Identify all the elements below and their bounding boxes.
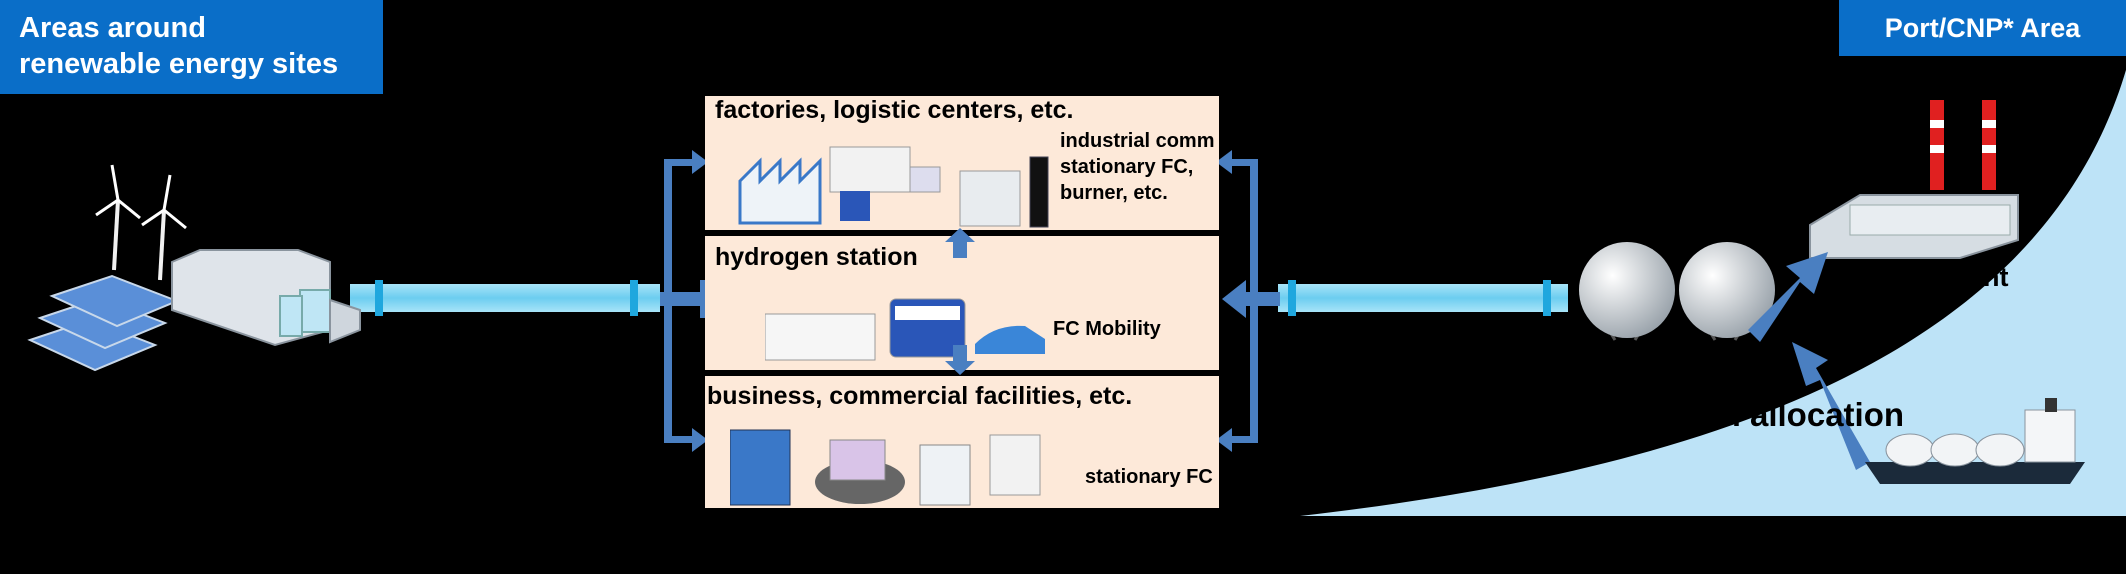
arrow-down-to-business xyxy=(945,345,975,375)
mobility-icons xyxy=(765,298,1045,361)
panel-factories-title: factories, logistic centers, etc. xyxy=(715,96,1074,124)
power-plant-icon xyxy=(1809,100,2019,259)
ship-icon xyxy=(1865,398,2085,484)
panel-factories: factories, logistic centers, etc. indust… xyxy=(705,96,1219,230)
panel-factories-side-line3: burner, etc. xyxy=(1060,182,1168,204)
right-pipeline xyxy=(1278,280,1568,316)
port-area xyxy=(1300,70,2126,516)
renewable-area-badge-line2: renewable energy sites xyxy=(19,48,339,80)
right-distribution-arrows xyxy=(1216,150,1280,452)
hydrogen-allocation-label: ogen allocation xyxy=(1662,396,1905,433)
arrow-up-to-factories xyxy=(945,228,975,258)
panel-hydrogen-station: hydrogen station FC Mobility xyxy=(705,236,1219,370)
left-pipeline xyxy=(350,280,660,316)
supply-arrows xyxy=(1748,252,1870,470)
factory-icons xyxy=(738,146,1049,228)
renewable-area-badge: Areas around renewable energy sites xyxy=(0,0,383,94)
panel-station-side-text: FC Mobility xyxy=(1053,318,1161,340)
plant-label: plant xyxy=(1944,262,2009,292)
renewable-area-badge-line1: Areas around xyxy=(19,12,206,44)
panel-factories-side-text: industrial comm stationary FC, burner, e… xyxy=(1060,128,1214,206)
panel-station-title: hydrogen station xyxy=(715,243,918,271)
panel-factories-side-line1: industrial comm xyxy=(1060,130,1215,152)
panel-factories-side-line2: stationary FC, xyxy=(1060,156,1194,178)
port-area-badge: Port/CNP* Area xyxy=(1839,0,2126,56)
building-icons xyxy=(730,429,1041,506)
renewable-site-icon xyxy=(27,164,361,372)
storage-tanks-icon xyxy=(1579,242,1775,341)
panel-business: business, commercial facilities, etc. st… xyxy=(705,376,1219,508)
panel-business-title: business, commercial facilities, etc. xyxy=(707,382,1133,410)
panel-business-side-text: stationary FC xyxy=(1085,466,1213,488)
